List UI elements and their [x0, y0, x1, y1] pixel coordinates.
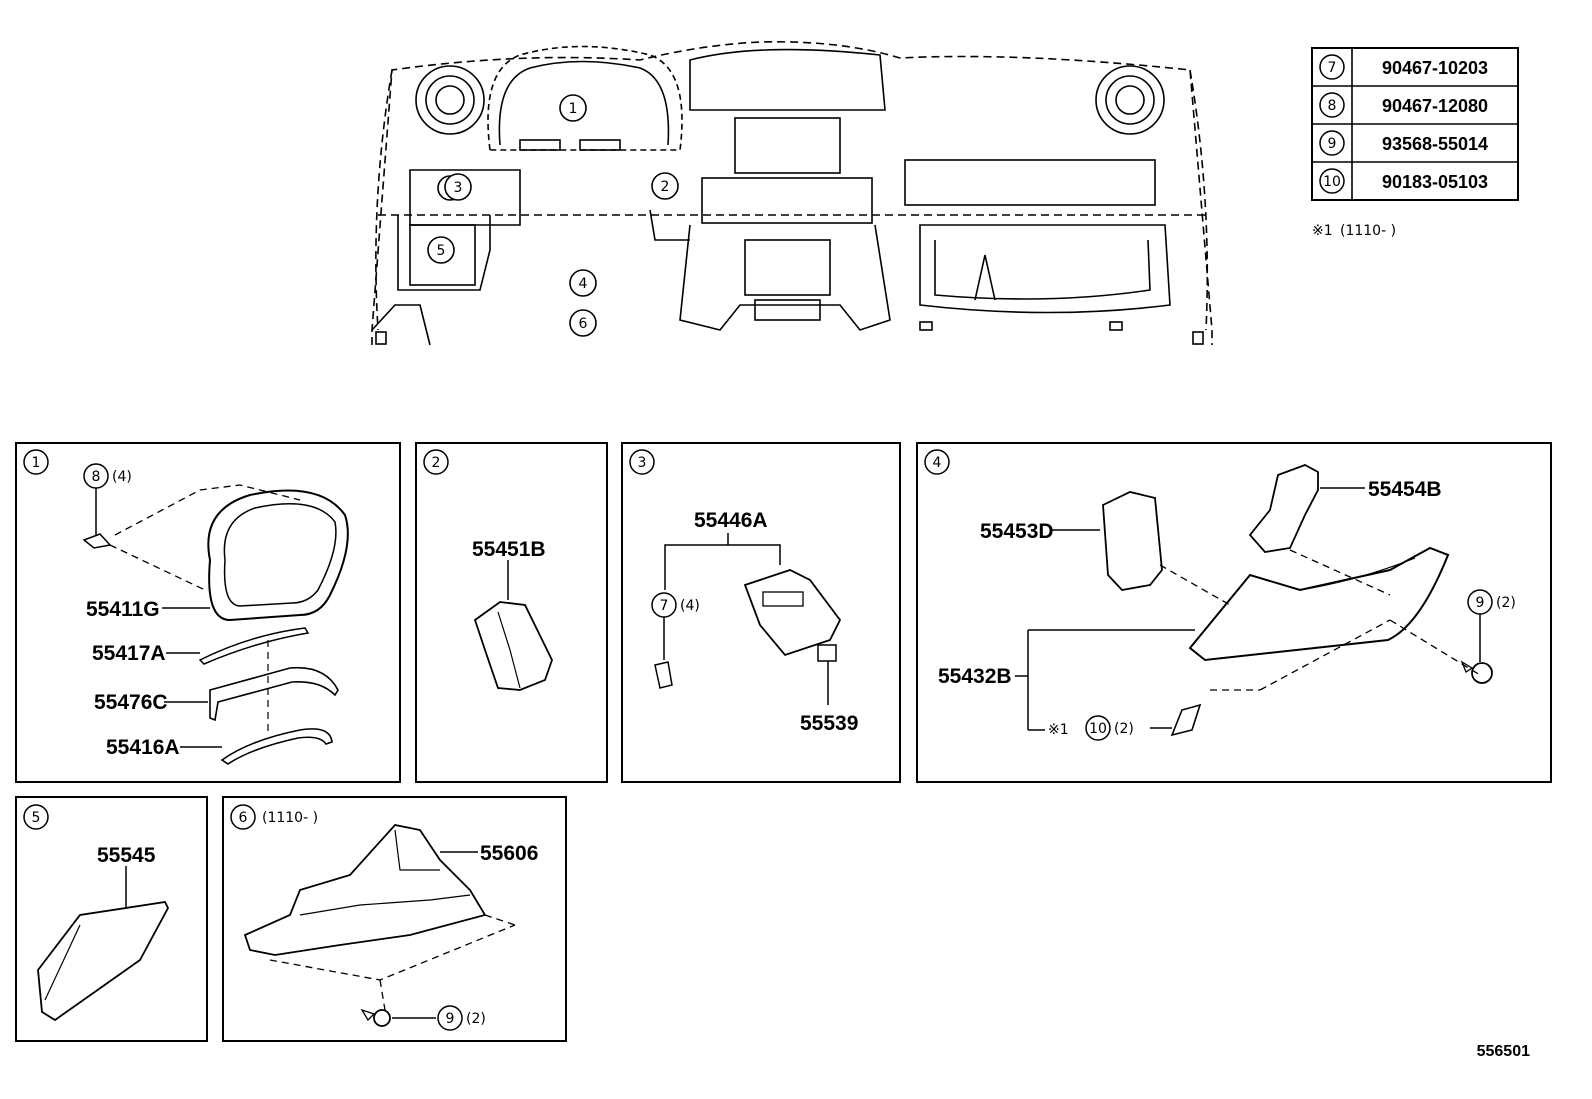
svg-text:8: 8 — [1328, 98, 1337, 114]
svg-text:3: 3 — [454, 180, 463, 196]
svg-text:2: 2 — [661, 179, 670, 195]
svg-text:(4): (4) — [680, 598, 700, 614]
svg-text:※1: ※1 — [1312, 223, 1333, 239]
svg-text:(1110- ): (1110- ) — [262, 810, 318, 826]
svg-text:(2): (2) — [466, 1011, 486, 1027]
svg-text:55416A: 55416A — [106, 736, 180, 759]
overview-callout-5: 5 — [427, 236, 455, 264]
svg-text:55606: 55606 — [480, 842, 538, 865]
fastener-row-10: 10 90183-05103 — [1319, 168, 1488, 194]
svg-text:2: 2 — [432, 455, 441, 471]
overview-callout-3: 3 — [444, 173, 472, 201]
svg-text:(4): (4) — [112, 469, 132, 485]
svg-text:9: 9 — [1328, 136, 1337, 152]
svg-text:8: 8 — [92, 469, 101, 485]
fastener-row-8: 8 90467-12080 — [1319, 92, 1488, 118]
svg-text:55539: 55539 — [800, 712, 858, 735]
svg-text:4: 4 — [933, 455, 942, 471]
svg-text:10: 10 — [1323, 174, 1341, 190]
svg-text:(1110- ): (1110- ) — [1340, 223, 1396, 239]
svg-text:55446A: 55446A — [694, 509, 768, 532]
svg-text:55451B: 55451B — [472, 538, 546, 561]
svg-text:55432B: 55432B — [938, 665, 1012, 688]
svg-text:(2): (2) — [1114, 721, 1134, 737]
svg-text:93568-55014: 93568-55014 — [1382, 134, 1488, 154]
svg-text:55453D: 55453D — [980, 520, 1054, 543]
svg-text:3: 3 — [638, 455, 647, 471]
fastener-table: 7 90467-10203 8 90467-12080 9 93568-5501… — [1311, 47, 1519, 201]
svg-text:5: 5 — [437, 243, 446, 259]
svg-text:55545: 55545 — [97, 844, 156, 867]
panel-5: 5 55545 — [15, 796, 208, 1042]
panel-4: 4 55453D 55454B 55432B 9 (2) ※1 10 (2) — [916, 442, 1552, 783]
svg-text:90467-12080: 90467-12080 — [1382, 96, 1488, 116]
fastener-row-9: 9 93568-55014 — [1319, 130, 1488, 156]
svg-text:9: 9 — [1476, 595, 1485, 611]
overview-callout-2: 2 — [651, 172, 679, 200]
svg-text:90467-10203: 90467-10203 — [1382, 58, 1488, 78]
svg-text:55417A: 55417A — [92, 642, 166, 665]
svg-text:9: 9 — [446, 1011, 455, 1027]
svg-text:7: 7 — [660, 598, 669, 614]
svg-text:55411G: 55411G — [86, 598, 160, 621]
svg-text:6: 6 — [239, 810, 248, 826]
footnote: ※1 (1110- ) — [1312, 223, 1396, 239]
overview-callouts: 1 2 3 4 5 6 — [427, 94, 679, 337]
svg-text:(2): (2) — [1496, 595, 1516, 611]
svg-text:1: 1 — [569, 101, 578, 117]
panel-1: 1 8 (4) 55411G 55417A 55476C 55416A — [15, 442, 401, 783]
svg-text:55454B: 55454B — [1368, 478, 1442, 501]
diagram-id: 556501 — [1477, 1043, 1530, 1060]
dashboard-overview — [371, 41, 1213, 346]
svg-text:5: 5 — [32, 810, 41, 826]
svg-text:55476C: 55476C — [94, 691, 168, 714]
overview-callout-4: 4 — [569, 269, 597, 297]
fastener-row-7: 7 90467-10203 — [1319, 54, 1488, 80]
svg-text:7: 7 — [1328, 60, 1337, 76]
svg-text:※1: ※1 — [1048, 722, 1069, 738]
overview-callout-1: 1 — [559, 94, 587, 122]
panel-3: 3 55446A 7 (4) 55539 — [621, 442, 901, 783]
svg-text:1: 1 — [32, 455, 41, 471]
svg-text:4: 4 — [579, 276, 588, 292]
svg-text:10: 10 — [1089, 721, 1107, 737]
panel-6: 6 (1110- ) 55606 9 (2) — [222, 796, 567, 1042]
overview-callout-6: 6 — [569, 309, 597, 337]
svg-text:90183-05103: 90183-05103 — [1382, 172, 1488, 192]
svg-text:6: 6 — [579, 316, 588, 332]
panel-2: 2 55451B — [415, 442, 608, 783]
